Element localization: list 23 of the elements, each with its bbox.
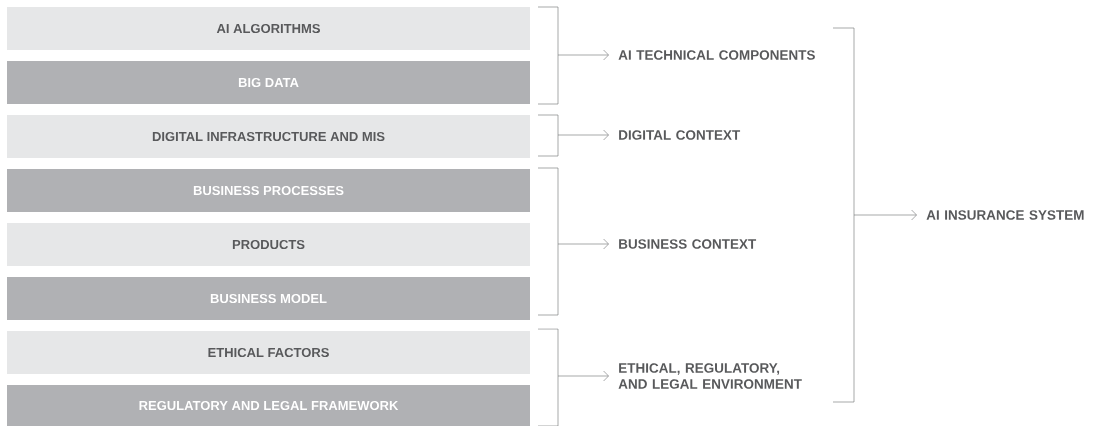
bracket [537,6,559,105]
arrow [557,370,609,382]
category-label: AI TECHNICAL COMPONENTS [618,50,815,60]
bar-box: BUSINESS MODEL [7,277,530,320]
bracket [537,328,559,426]
bar-box: ETHICAL FACTORS [7,331,530,374]
bar-box: PRODUCTS [7,223,530,266]
arrow [853,209,917,221]
category-label: DIGITAL CONTEXT [619,130,741,140]
bar-box: BIG DATA [7,61,530,104]
arrow [557,129,609,141]
bar-box: REGULATORY AND LEGAL FRAMEWORK [7,385,530,426]
bar-box: AI ALGORITHMS [7,7,530,50]
bar-box: BUSINESS PROCESSES [7,169,530,212]
bracket [537,114,559,157]
bracket [832,27,855,403]
category-label: AI INSURANCE SYSTEM [926,210,1084,220]
bar-box: DIGITAL INFRASTRUCTURE AND MIS [7,115,530,158]
category-label: ETHICAL, REGULATORY, AND LEGAL ENVIRONMENT [618,363,802,389]
arrow [557,49,609,61]
category-label: BUSINESS CONTEXT [619,239,757,249]
arrow [557,238,609,250]
bracket [537,167,559,316]
